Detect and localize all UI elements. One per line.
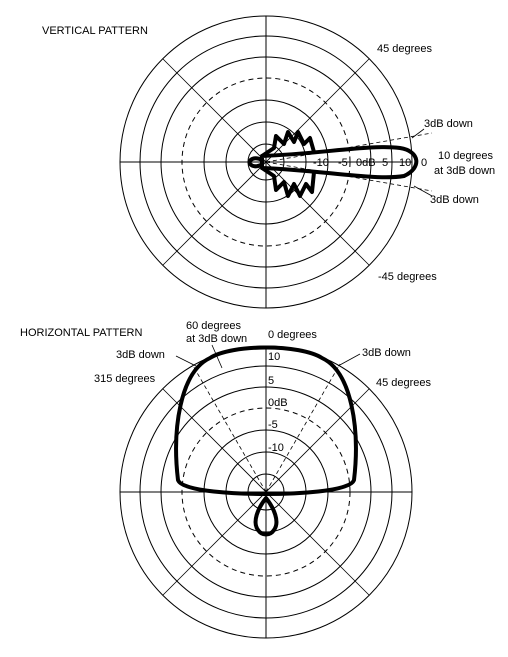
- vertical-scale-label: -10: [313, 157, 329, 169]
- vertical-angle-label-top: 45 degrees: [377, 43, 433, 55]
- horizontal-3db-label-right: 3dB down: [362, 347, 411, 359]
- horizontal-3db-leader: [175, 355, 197, 367]
- vertical-scale-label: 10: [399, 157, 411, 169]
- vertical-3db-leader: [411, 128, 425, 139]
- vertical-back-lobe: [247, 156, 264, 169]
- vertical-3db-label-top: 3dB down: [424, 118, 473, 130]
- horizontal-scale-label: 0dB: [268, 397, 288, 409]
- vertical-scale-label: -5: [338, 157, 348, 169]
- horizontal-pattern-diagram: HORIZONTAL PATTERN 10 5 0dB -5 -10: [20, 320, 432, 639]
- horizontal-3db-label-left: 3dB down: [116, 349, 165, 361]
- horizontal-3db-leader: [337, 353, 361, 367]
- vertical-3db-label-bottom: 3dB down: [430, 194, 479, 206]
- horizontal-db-scale: 10 5 0dB -5 -10: [268, 351, 288, 454]
- horizontal-main-lobe: [174, 345, 358, 496]
- vertical-angle-label-bottom: -45 degrees: [378, 271, 437, 283]
- vertical-db-scale: -10 -5 0dB 5 10 0: [313, 157, 427, 169]
- horizontal-beamwidth-label: 60 degrees: [186, 320, 242, 332]
- vertical-scale-label: 0: [421, 157, 427, 169]
- horizontal-scale-label: 5: [268, 375, 274, 387]
- horizontal-scale-label: 10: [268, 351, 280, 363]
- horizontal-back-lobe: [253, 496, 279, 537]
- vertical-beamwidth-label: 10 degrees: [438, 150, 494, 162]
- horizontal-beamwidth-label: at 3dB down: [186, 333, 247, 345]
- vertical-side-lobes: [260, 130, 316, 198]
- vertical-3db-leader: [413, 185, 433, 197]
- vertical-beamwidth-label: at 3dB down: [434, 165, 495, 177]
- horizontal-pattern-title: HORIZONTAL PATTERN: [20, 327, 142, 339]
- vertical-pattern-title: VERTICAL PATTERN: [42, 25, 148, 37]
- horizontal-angle-label-left: 315 degrees: [94, 373, 156, 385]
- horizontal-beamwidth-leader: [211, 344, 223, 369]
- horizontal-3db-lines: [191, 363, 341, 493]
- vertical-scale-label: 0dB: [356, 157, 376, 169]
- horizontal-scale-label: -10: [268, 442, 284, 454]
- horizontal-scale-label: -5: [268, 419, 278, 431]
- horizontal-angle-label-right: 45 degrees: [376, 377, 432, 389]
- horizontal-angle-label-zero: 0 degrees: [268, 329, 317, 341]
- vertical-pattern-diagram: VERTICAL PATTERN -10 -5 0dB 5 10: [42, 15, 495, 309]
- vertical-main-lobe: [260, 145, 419, 180]
- vertical-scale-label: 5: [382, 157, 388, 169]
